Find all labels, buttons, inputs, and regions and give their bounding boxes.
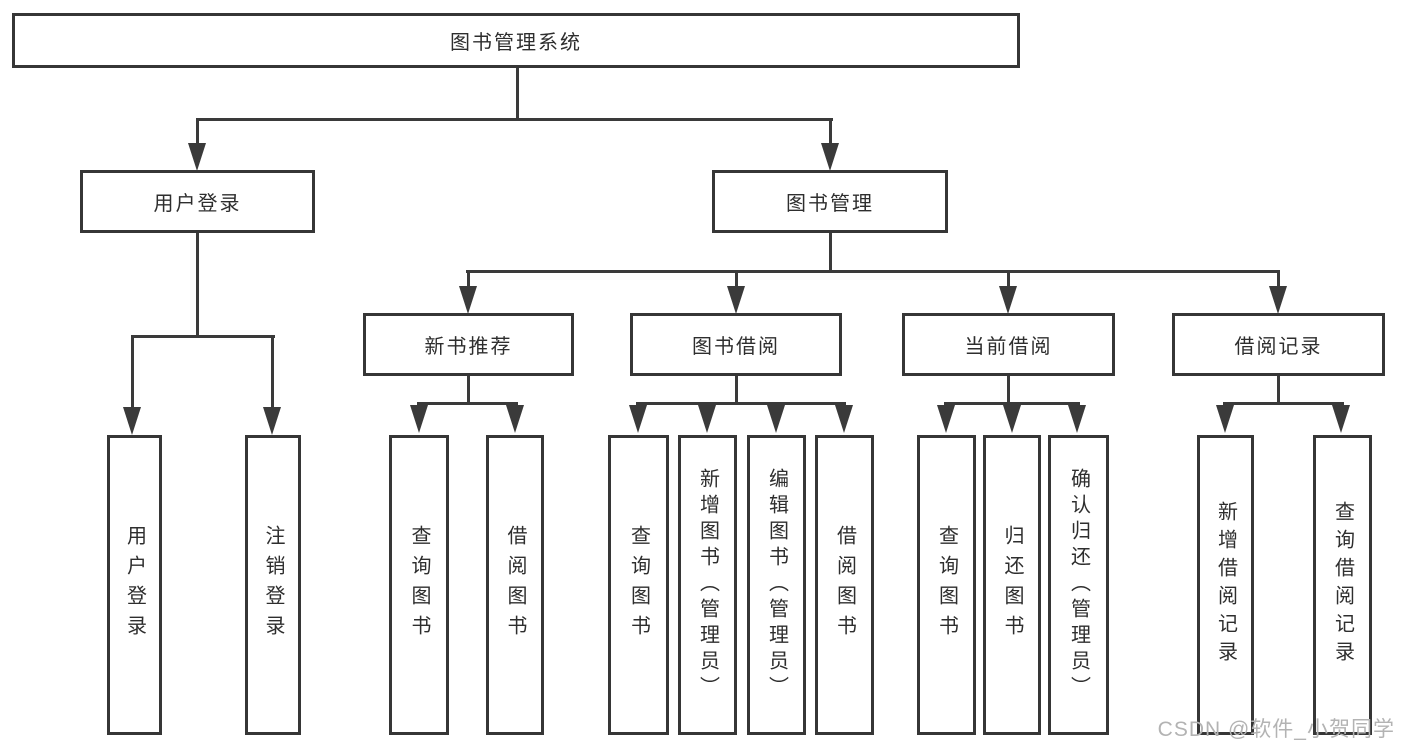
node-label: 图书借阅 — [692, 336, 780, 358]
node-label: 用户登录 — [123, 525, 146, 645]
arrow-to-bb-borrow — [835, 405, 853, 433]
node-label: 用户登录 — [153, 193, 242, 215]
leaf-nb-query-books: 查询图书 — [389, 435, 449, 735]
connector-current-borrow-splitter — [944, 402, 1080, 405]
leaf-cb-return-books: 归还图书 — [983, 435, 1041, 735]
node-label: 归还图书 — [1001, 525, 1023, 645]
leaf-br-query-record: 查询借阅记录 — [1313, 435, 1372, 735]
connector-leaf-login-shaft — [131, 335, 134, 409]
node-label: 查询图书 — [627, 525, 650, 645]
arrow-to-cb-return — [1003, 405, 1021, 433]
arrow-to-user-login — [188, 143, 206, 171]
arrow-to-nb-query — [410, 405, 428, 433]
arrow-to-bb-query — [629, 405, 647, 433]
node-label: 查询图书 — [935, 525, 958, 645]
node-library-management-system: 图书管理系统 — [12, 13, 1020, 68]
leaf-br-add-record: 新增借阅记录 — [1197, 435, 1254, 735]
connector-leaf-logout-shaft — [271, 335, 274, 409]
connector-new-books-shaft — [467, 270, 470, 290]
node-book-management: 图书管理 — [712, 170, 948, 233]
node-label: 当前借阅 — [964, 336, 1053, 358]
connector-borrow-records-shaft — [1277, 270, 1280, 290]
leaf-bb-borrow-books: 借阅图书 — [815, 435, 874, 735]
arrow-to-bb-edit — [767, 405, 785, 433]
connector-user-login-splitter — [131, 335, 275, 338]
node-borrow-records: 借阅记录 — [1172, 313, 1385, 376]
arrow-to-borrow-records — [1269, 286, 1287, 314]
node-current-borrow: 当前借阅 — [902, 313, 1115, 376]
node-label: 借阅图书 — [504, 525, 526, 645]
arrow-to-br-query — [1332, 405, 1350, 433]
connector-user-login-riser — [196, 233, 199, 337]
arrow-to-new-books — [459, 286, 477, 314]
connector-new-books-splitter — [417, 402, 518, 405]
connector-book-borrow-riser — [735, 376, 738, 405]
node-book-borrow: 图书借阅 — [630, 313, 842, 376]
node-label: 查询借阅记录 — [1331, 501, 1354, 669]
arrow-to-nb-borrow — [506, 405, 524, 433]
connector-borrow-records-riser — [1277, 376, 1280, 405]
leaf-cb-confirm-return-admin: 确认归还（管理员） — [1048, 435, 1109, 735]
arrow-to-book-borrow — [727, 286, 745, 314]
connector-new-books-riser — [467, 376, 470, 405]
node-label: 确认归还（管理员） — [1067, 468, 1090, 702]
leaf-logout: 注销登录 — [245, 435, 301, 735]
node-label: 借阅记录 — [1234, 336, 1323, 358]
connector-book-mgmt-shaft — [829, 118, 832, 148]
node-label: 图书管理系统 — [450, 32, 582, 54]
connector-user-login-shaft — [196, 118, 199, 148]
connector-book-borrow-shaft — [735, 270, 738, 290]
connector-book-borrow-splitter — [636, 402, 846, 405]
node-label: 新增图书（管理员） — [696, 468, 719, 702]
node-label: 图书管理 — [786, 193, 874, 215]
leaf-bb-add-books-admin: 新增图书（管理员） — [678, 435, 737, 735]
arrow-to-cb-query — [937, 405, 955, 433]
arrow-to-leaf-login — [123, 407, 141, 435]
connector-level2-bar — [196, 118, 833, 121]
leaf-user-login: 用户登录 — [107, 435, 162, 735]
connector-current-borrow-riser — [1007, 376, 1010, 405]
node-label: 新增借阅记录 — [1214, 501, 1237, 669]
leaf-bb-edit-books-admin: 编辑图书（管理员） — [747, 435, 806, 735]
connector-level3-bar — [466, 270, 1280, 273]
arrow-to-book-mgmt — [821, 143, 839, 171]
leaf-nb-borrow-books: 借阅图书 — [486, 435, 544, 735]
connector-current-borrow-shaft — [1007, 270, 1010, 290]
node-label: 注销登录 — [262, 525, 284, 645]
csdn-watermark: CSDN @软件_小贺同学 — [1157, 718, 1395, 741]
node-label: 新书推荐 — [424, 336, 513, 358]
node-user-login: 用户登录 — [80, 170, 315, 233]
leaf-cb-query-books: 查询图书 — [917, 435, 976, 735]
arrow-to-br-add — [1216, 405, 1234, 433]
arrow-to-bb-add — [698, 405, 716, 433]
arrow-to-cb-confirm — [1068, 405, 1086, 433]
node-label: 编辑图书（管理员） — [765, 468, 788, 702]
connector-book-mgmt-riser — [829, 233, 832, 273]
node-new-book-recommend: 新书推荐 — [363, 313, 574, 376]
connector-borrow-records-splitter — [1223, 402, 1344, 405]
connector-root-riser — [516, 68, 519, 121]
node-label: 借阅图书 — [833, 525, 856, 645]
node-label: 查询图书 — [408, 525, 430, 645]
leaf-bb-query-books: 查询图书 — [608, 435, 669, 735]
arrow-to-current-borrow — [999, 286, 1017, 314]
arrow-to-leaf-logout — [263, 407, 281, 435]
